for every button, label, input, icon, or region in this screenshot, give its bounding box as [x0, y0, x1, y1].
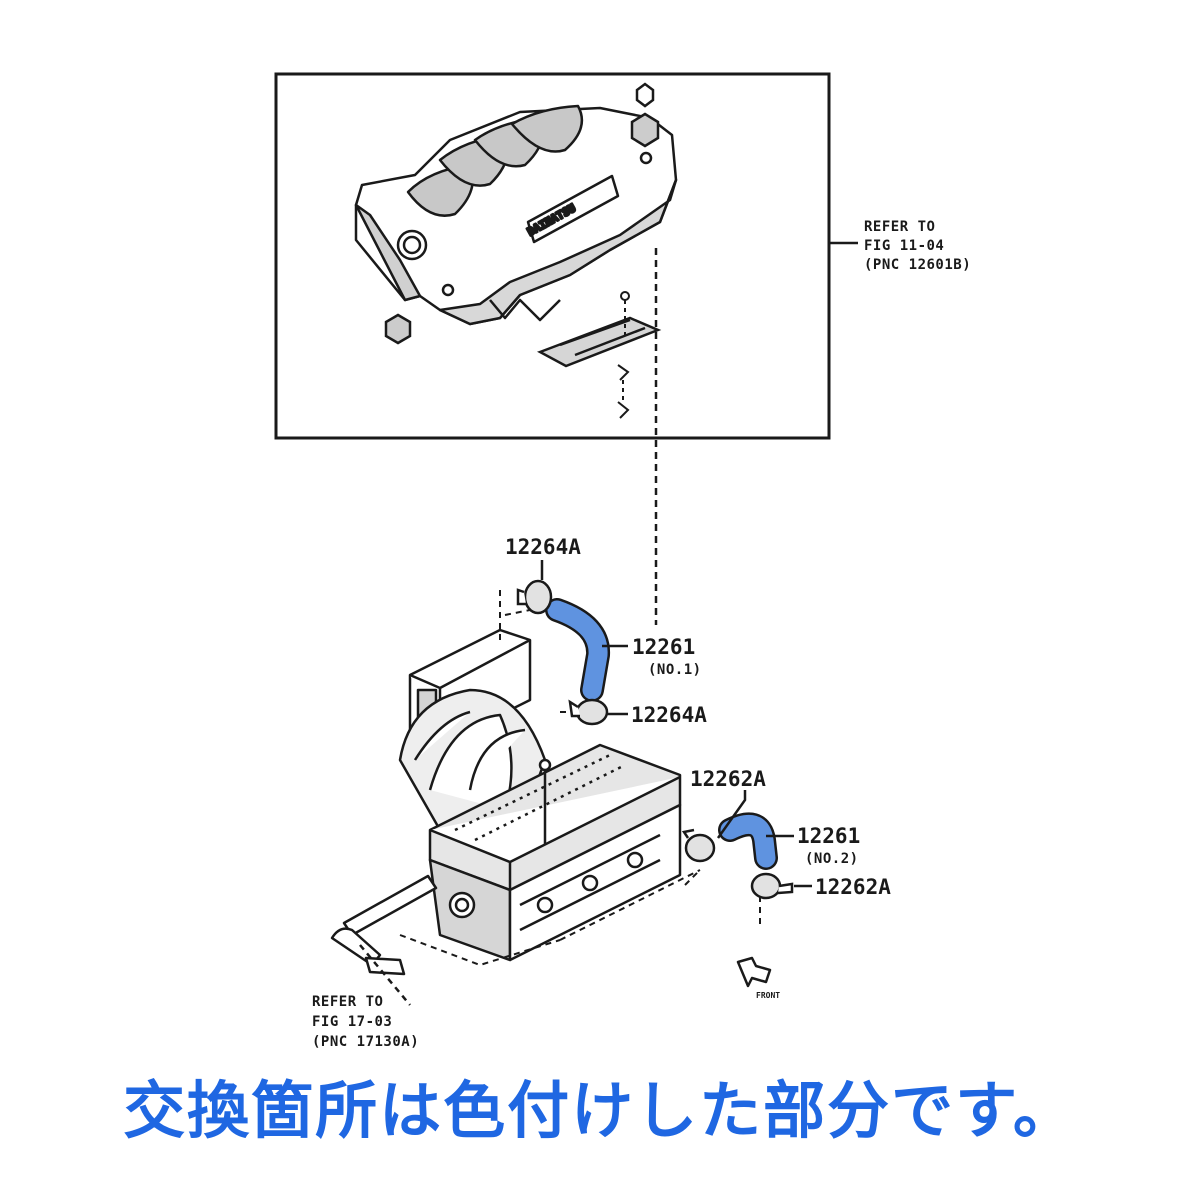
label-12264A-upper: 12264A: [505, 535, 581, 559]
stud-marks: [617, 291, 630, 419]
ref-top-note: REFER TO FIG 11-04 (PNC 12601B): [864, 219, 971, 273]
engine-assembly-illustration: [398, 628, 682, 962]
part-leader-lines: [540, 560, 812, 888]
pcv-side-hose: [330, 874, 438, 1006]
ref-bottom-line2: FIG 17-03: [312, 1014, 392, 1030]
label-12261-no1-sub: (NO.1): [648, 662, 702, 678]
label-12261-no1: 12261: [632, 635, 695, 659]
ref-top-line1: REFER TO: [864, 219, 935, 235]
engine-cover-inset-frame: [274, 72, 831, 440]
label-12261-no2-sub: (NO.2): [805, 851, 859, 867]
label-12262A-upper: 12262A: [690, 767, 766, 791]
label-12261-no2: 12261: [797, 824, 860, 848]
ref-bottom-line1: REFER TO: [312, 994, 383, 1010]
ref-top-line3: (PNC 12601B): [864, 257, 971, 273]
ref-top-line2: FIG 11-04: [864, 238, 944, 254]
ref-bottom-line3: (PNC 17130A): [312, 1034, 419, 1050]
grommet-icon: [384, 82, 660, 345]
front-mark: FRONT: [756, 991, 780, 1000]
label-12262A-lower: 12262A: [815, 875, 891, 899]
ref-bottom-note: REFER TO FIG 17-03 (PNC 17130A): [312, 994, 419, 1050]
cover-bracket: [536, 316, 662, 368]
replacement-caption: 交換箇所は色付けした部分です。: [123, 1074, 1077, 1147]
engine-cover-illustration: DAIHATSU: [354, 104, 678, 326]
hose-clamp-icon: [516, 579, 794, 900]
label-12264A-lower: 12264A: [631, 703, 707, 727]
front-arrow-icon: [736, 956, 772, 988]
